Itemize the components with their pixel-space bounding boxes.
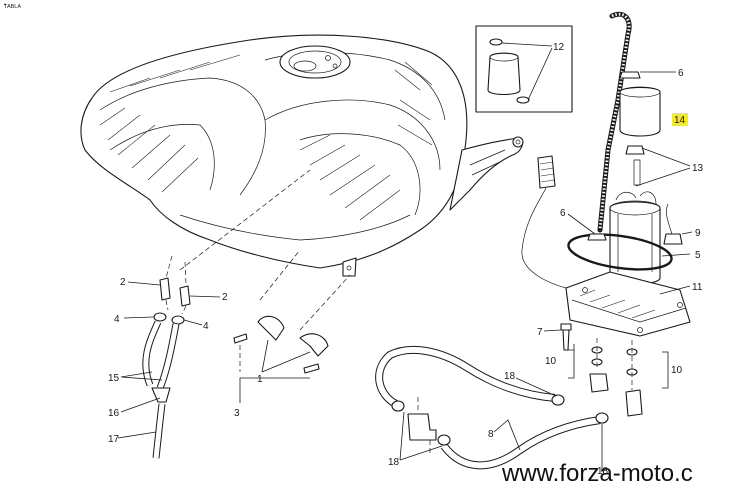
- callout-17: 17: [108, 434, 120, 445]
- tank-brackets: [179, 169, 351, 374]
- callout-13: 13: [692, 163, 704, 174]
- callout-16: 16: [108, 408, 120, 419]
- callout-18-top: 18: [504, 371, 516, 382]
- callout-9: 9: [695, 228, 701, 239]
- callout-2-right: 2: [222, 292, 228, 303]
- callout-10-left: 10: [545, 356, 557, 367]
- callout-14: 14: [674, 115, 686, 126]
- callout-5: 5: [695, 250, 701, 261]
- header-label-top: ▪: [4, 2, 6, 8]
- callout-6-top: 6: [678, 68, 684, 79]
- watermark-text: www.forza-moto.c: [501, 460, 693, 481]
- callout-11: 11: [692, 282, 703, 293]
- fuel-lines: [375, 345, 643, 470]
- callout-14-highlight: [672, 113, 688, 126]
- callout-18-bottom-right: 18: [597, 466, 609, 477]
- callout-12: 12: [553, 42, 565, 53]
- callout-7: 7: [537, 327, 543, 338]
- callout-6-lower: 6: [560, 208, 566, 219]
- o-rings-10: [568, 338, 669, 390]
- callout-8: 8: [488, 429, 494, 440]
- leader-lines: [117, 71, 693, 470]
- callout-4-right: 4: [203, 321, 209, 332]
- callout-18-bottom-left: 18: [388, 457, 400, 468]
- callout-1: 1: [257, 374, 263, 385]
- fuel-pump-assembly: [521, 11, 691, 351]
- callout-4-left: 4: [114, 314, 120, 325]
- callout-2-left: 2: [120, 277, 126, 288]
- fuel-tank: [80, 34, 524, 277]
- filter-inset-box: [475, 25, 573, 113]
- callout-10-right: 10: [671, 365, 683, 376]
- callout-15: 15: [108, 373, 120, 384]
- header-label: TABLA: [4, 4, 21, 10]
- callout-3: 3: [234, 408, 240, 419]
- callout-labels: 2 2 4 4 15 16 17 1 3 12 6 14 13 6 9 5 11…: [108, 42, 704, 477]
- drain-fittings: [142, 255, 191, 459]
